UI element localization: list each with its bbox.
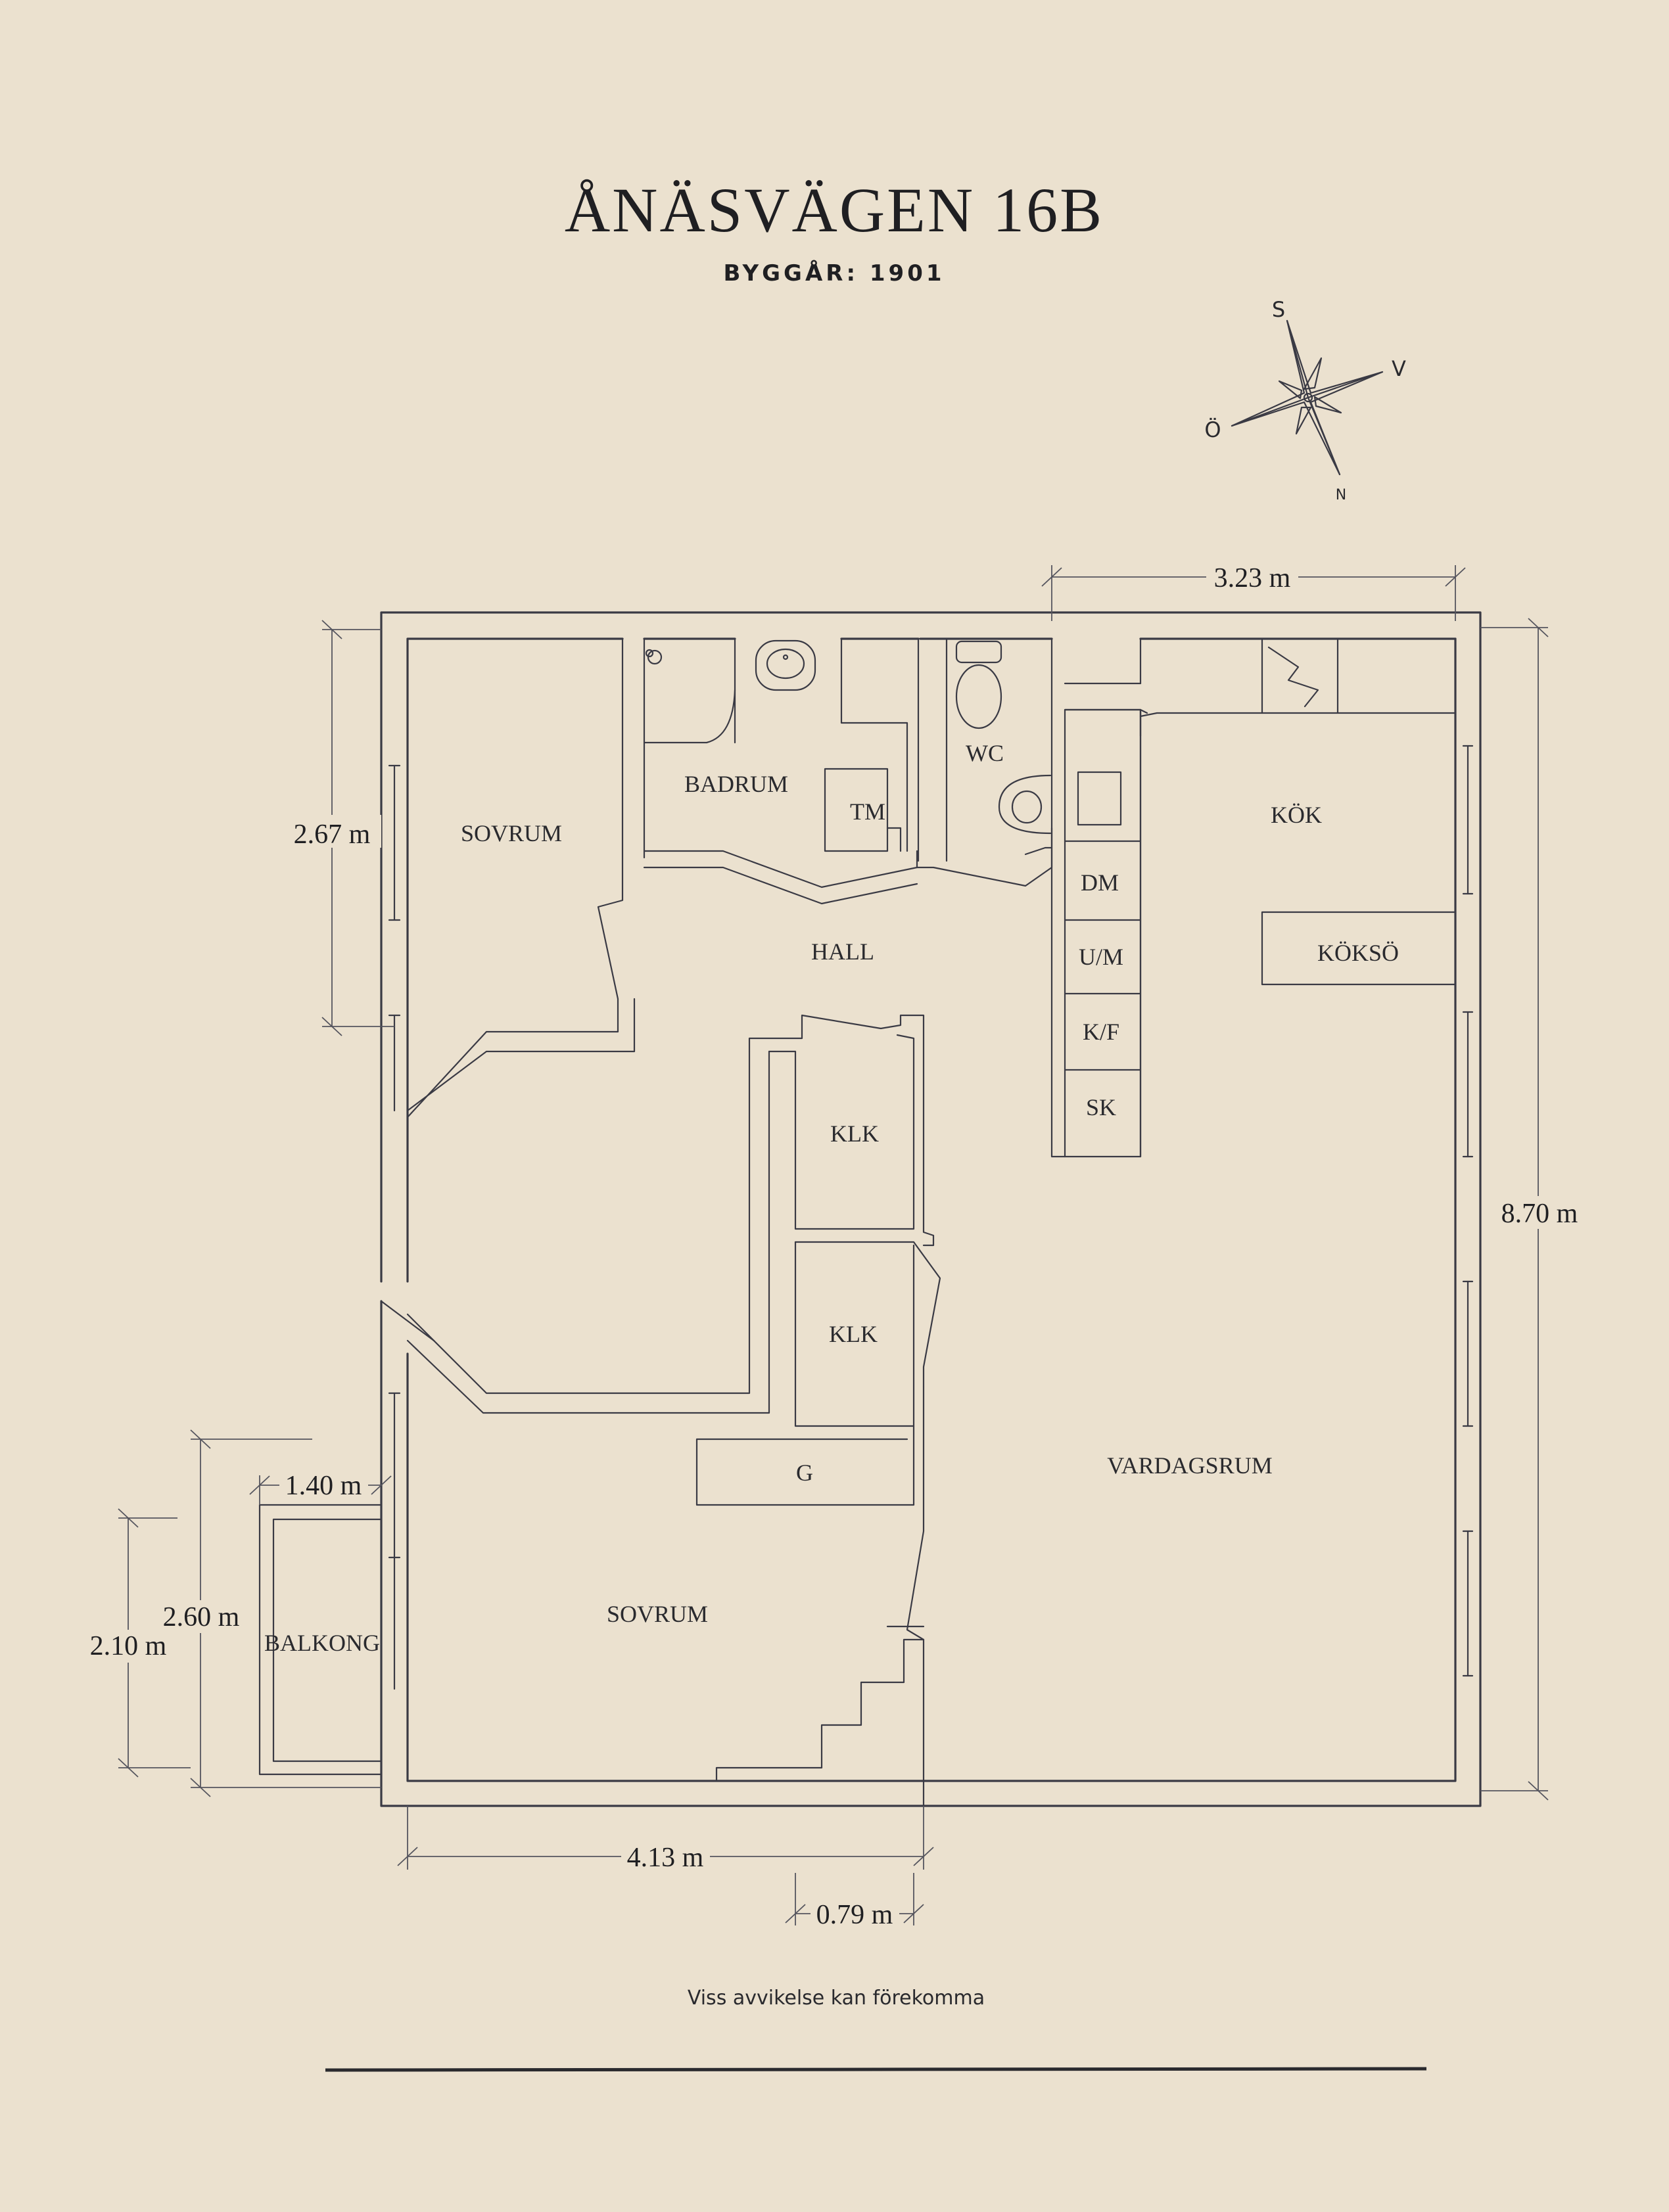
dim-height-260: 2.60 m: [163, 1602, 240, 1632]
room-label-koksö: KÖKSÖ: [1317, 940, 1399, 966]
room-label-tm: TM: [850, 798, 885, 825]
room-label-sk: SK: [1086, 1094, 1116, 1120]
footer-divider: [325, 2067, 1427, 2072]
compass-north-label: N: [1336, 487, 1346, 503]
room-label-balkong: BALKONG: [264, 1630, 380, 1656]
room-label-g: G: [796, 1460, 813, 1486]
room-label-um: U/M: [1079, 944, 1123, 970]
dim-bottom-width: 4.13 m: [627, 1843, 704, 1873]
dim-height-210: 2.10 m: [90, 1631, 167, 1661]
room-label-kf: K/F: [1083, 1019, 1119, 1045]
room-label-klk-2: KLK: [829, 1321, 878, 1347]
room-label-dm: DM: [1081, 869, 1119, 896]
compass-icon: [1231, 319, 1384, 476]
room-label-sovrum-top: SOVRUM: [461, 820, 562, 846]
disclaimer-text: Viss avvikelse kan förekomma: [688, 1987, 985, 2010]
sink-icon: [755, 639, 816, 691]
room-label-badrum: BADRUM: [684, 771, 788, 797]
outer-walls: [380, 611, 1482, 1807]
dim-top-width: 3.23 m: [1214, 563, 1291, 593]
room-label-kok: KÖK: [1271, 802, 1322, 828]
interior-walls: [380, 637, 1457, 1807]
dim-right-height: 8.70 m: [1501, 1199, 1578, 1229]
toilet-icon: [955, 640, 1002, 729]
plan-subtitle: BYGGÅR: 1901: [723, 260, 945, 287]
compass-west-label: V: [1392, 356, 1406, 381]
plan-title: ÅNÄSVÄGEN 16B: [565, 175, 1104, 245]
room-label-klk-1: KLK: [830, 1120, 879, 1147]
room-label-hall: HALL: [811, 938, 874, 965]
dim-balkong-width: 1.40 m: [285, 1471, 362, 1501]
wc-sink-icon: [998, 774, 1052, 835]
room-label-vardagsrum: VARDAGSRUM: [1107, 1452, 1272, 1479]
room-label-sovrum-bottom: SOVRUM: [607, 1601, 708, 1627]
shower-icon: [645, 649, 663, 665]
room-label-wc: WC: [966, 740, 1004, 766]
dim-sovrum-height: 2.67 m: [294, 819, 371, 850]
dim-bottom-small: 0.79 m: [816, 1900, 893, 1930]
compass-south-label: S: [1272, 297, 1285, 322]
compass-east-label: Ö: [1204, 417, 1221, 442]
balcony-outline: [258, 1504, 383, 1776]
